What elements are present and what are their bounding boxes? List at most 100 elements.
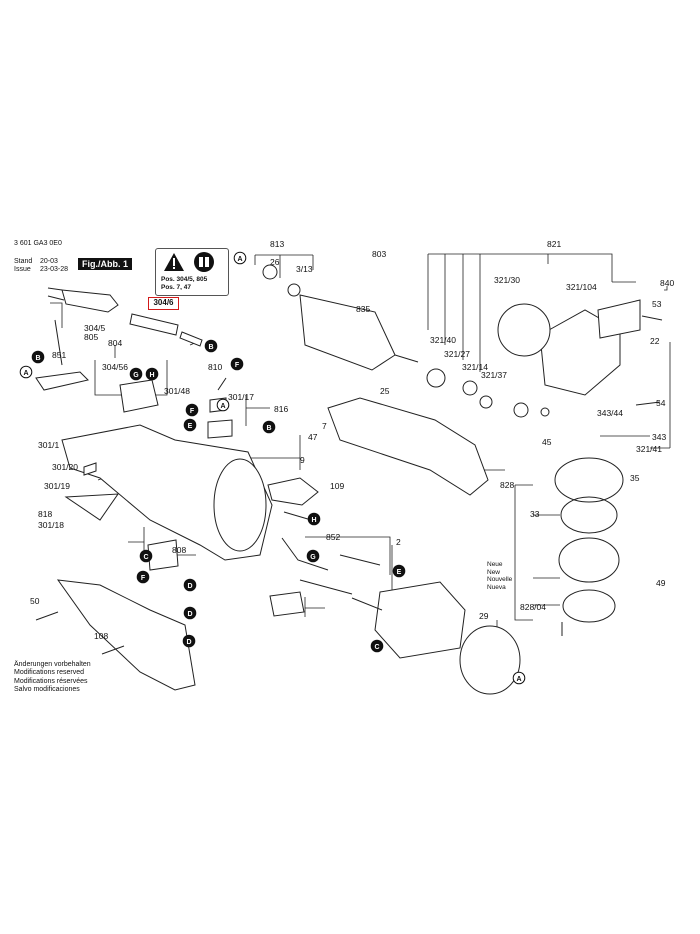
housing-opening bbox=[213, 458, 267, 552]
part-label-816: 816 bbox=[274, 404, 288, 414]
svg-text:D: D bbox=[187, 611, 192, 618]
callout-g-18: G bbox=[306, 549, 320, 563]
part-label-47: 47 bbox=[308, 432, 318, 442]
issue-date: 23-03-28 bbox=[40, 266, 69, 273]
part-label-33: 33 bbox=[530, 509, 540, 519]
part-label-852: 852 bbox=[326, 532, 340, 542]
handle-lower-drawing bbox=[56, 579, 196, 691]
part-label-109: 109 bbox=[330, 481, 344, 491]
part-label-810: 810 bbox=[208, 362, 222, 372]
note-es: Salvo modificaciones bbox=[14, 686, 80, 694]
part-label-2: 2 bbox=[396, 537, 401, 547]
callout-a-2: A bbox=[216, 398, 230, 412]
bevel-gear-drawing bbox=[558, 537, 620, 583]
modification-notes: Änderungen vorbehalten Modifications res… bbox=[14, 661, 91, 695]
callout-h-19: H bbox=[145, 367, 159, 381]
part-label-808: 808 bbox=[172, 545, 186, 555]
leader-321-group bbox=[427, 254, 481, 372]
callout-b-4: B bbox=[31, 350, 45, 364]
callout-c-7: C bbox=[139, 549, 153, 563]
svg-text:A: A bbox=[237, 256, 242, 263]
svg-text:E: E bbox=[397, 569, 402, 576]
callout-e-12: E bbox=[183, 418, 197, 432]
note-en: Modifications reserved bbox=[14, 669, 85, 677]
part-label-301-17: 301/17 bbox=[228, 392, 254, 402]
part-label-301-1: 301/1 bbox=[38, 440, 60, 450]
part-label-803: 803 bbox=[372, 249, 386, 259]
callout-a-0: A bbox=[233, 251, 247, 265]
svg-text:A: A bbox=[516, 676, 521, 683]
new-note-en: New bbox=[487, 568, 501, 576]
part-label-25: 25 bbox=[380, 386, 390, 396]
svg-text:A: A bbox=[23, 370, 28, 377]
part-label-840: 840 bbox=[660, 278, 674, 288]
note-de: Änderungen vorbehalten bbox=[14, 661, 91, 668]
callout-f-14: F bbox=[230, 357, 244, 371]
warning-line-2: Pos. 7, 47 bbox=[161, 284, 191, 291]
part-label-343-44: 343/44 bbox=[597, 408, 623, 418]
bracket-852 bbox=[305, 536, 391, 575]
part-label-321-30: 321/30 bbox=[494, 275, 520, 285]
svg-text:F: F bbox=[190, 408, 195, 415]
part-label-321-104: 321/104 bbox=[566, 282, 597, 292]
callout-d-11: D bbox=[182, 634, 196, 648]
svg-text:B: B bbox=[35, 355, 40, 362]
svg-text:H: H bbox=[311, 517, 316, 524]
callouts-layer: A A A A B B B C C D D D E E F F F G G H H bbox=[19, 251, 526, 685]
handle-upper-drawing bbox=[327, 397, 489, 496]
part-label-851: 851 bbox=[52, 350, 66, 360]
part-label-821: 821 bbox=[547, 239, 561, 249]
svg-text:D: D bbox=[186, 639, 191, 646]
stand-label: Stand bbox=[14, 258, 33, 265]
callout-a-1: A bbox=[19, 365, 33, 379]
svg-text:B: B bbox=[266, 425, 271, 432]
flange-35-drawing bbox=[554, 457, 624, 503]
part-label-26: 26 bbox=[270, 257, 280, 267]
part-label-49: 49 bbox=[656, 578, 666, 588]
part-label-804: 804 bbox=[108, 338, 122, 348]
svg-text:F: F bbox=[235, 362, 240, 369]
part-label-321-37: 321/37 bbox=[481, 370, 507, 380]
callout-e-13: E bbox=[392, 564, 406, 578]
svg-text:G: G bbox=[310, 554, 316, 561]
leader-828 bbox=[514, 484, 533, 621]
part-label-9: 9 bbox=[300, 455, 305, 465]
warning-icons bbox=[164, 252, 214, 272]
part-label-7: 7 bbox=[322, 421, 327, 431]
svg-text:C: C bbox=[374, 644, 379, 651]
part-label-108: 108 bbox=[94, 631, 108, 641]
part-label-835: 835 bbox=[356, 304, 370, 314]
part-label-301-20: 301/20 bbox=[52, 462, 78, 472]
new-note-de: Neue bbox=[487, 561, 503, 568]
callout-b-5: B bbox=[204, 339, 218, 353]
part-label-50: 50 bbox=[30, 596, 40, 606]
bracket-816-top bbox=[245, 395, 270, 426]
svg-text:F: F bbox=[141, 575, 146, 582]
note-fr: Modifications réservées bbox=[14, 677, 88, 685]
part-label-3-13: 3/13 bbox=[296, 264, 313, 274]
part-label-321-40: 321/40 bbox=[430, 335, 456, 345]
fan-guard-drawing bbox=[459, 625, 521, 695]
warning-line-1: Pos. 304/5, 805 bbox=[161, 276, 208, 283]
callout-d-10: D bbox=[183, 606, 197, 620]
callout-f-15: F bbox=[185, 403, 199, 417]
part-labels-layer: 813803821263/13835840321/30321/104532232… bbox=[30, 239, 674, 641]
svg-text:A: A bbox=[220, 403, 225, 410]
callout-c-8: C bbox=[370, 639, 384, 653]
svg-text:D: D bbox=[187, 583, 192, 590]
svg-text:G: G bbox=[133, 372, 139, 379]
part-label-54: 54 bbox=[656, 398, 666, 408]
part-label-22: 22 bbox=[650, 336, 660, 346]
svg-text:H: H bbox=[149, 372, 154, 379]
highlighted-part-label: 304/6 bbox=[148, 297, 179, 310]
part-label-813: 813 bbox=[270, 239, 284, 249]
field-coil-drawing bbox=[374, 581, 466, 659]
part-label-321-14: 321/14 bbox=[462, 362, 488, 372]
leader-821 bbox=[428, 253, 613, 282]
part-label-828-04: 828/04 bbox=[520, 602, 546, 612]
new-note: Neue New Nouvelle Nueva bbox=[487, 561, 512, 591]
svg-text:E: E bbox=[188, 423, 193, 430]
guard-plate-drawing bbox=[497, 303, 551, 357]
callout-f-16: F bbox=[136, 570, 150, 584]
